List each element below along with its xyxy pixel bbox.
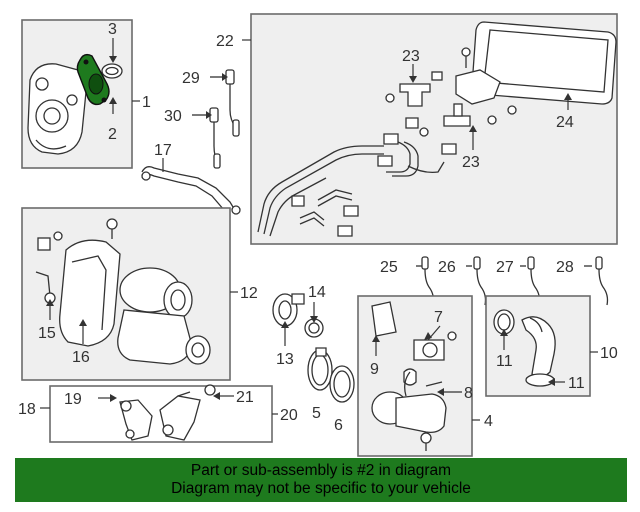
callout-28: 28 (556, 259, 574, 276)
callout-1: 1 (142, 94, 151, 111)
callout-11-left: 11 (496, 353, 513, 370)
callout-25: 25 (380, 259, 398, 276)
callout-11-right: 11 (568, 375, 585, 392)
callout-14: 14 (308, 284, 326, 301)
hose-group-10 (493, 309, 556, 387)
callout-29: 29 (182, 70, 200, 87)
callout-3: 3 (108, 21, 117, 38)
notice-line-2: Diagram may not be specific to your vehi… (171, 480, 471, 497)
callout-24: 24 (556, 114, 574, 131)
bracket-23-upper (385, 47, 501, 107)
callout-4: 4 (484, 413, 493, 430)
notice-line-1: Part or sub-assembly is #2 in diagram (190, 462, 452, 479)
coolant-lines-22 (257, 141, 445, 237)
callout-19: 19 (64, 391, 82, 408)
bracket-23-lower (419, 103, 517, 137)
callout-30: 30 (164, 108, 182, 125)
mount-brackets (119, 384, 216, 441)
callout-23-upper: 23 (402, 48, 420, 65)
callout-23-lower: 23 (462, 154, 480, 171)
hose-clips-22 (291, 117, 457, 237)
callout-13: 13 (276, 351, 294, 368)
pump-housing (27, 63, 87, 155)
callout-21: 21 (236, 389, 254, 406)
callout-17: 17 (154, 142, 172, 159)
callout-7: 7 (434, 309, 443, 326)
heat-shield-24 (471, 21, 617, 105)
callout-27: 27 (496, 259, 514, 276)
callout-2: 2 (108, 126, 117, 143)
callout-15: 15 (38, 325, 56, 342)
actuator-group-4 (371, 301, 457, 451)
turbocharger (35, 218, 211, 365)
callout-18: 18 (18, 401, 36, 418)
callout-8: 8 (464, 385, 473, 402)
callout-16: 16 (72, 349, 90, 366)
callout-12: 12 (240, 285, 258, 302)
clamp-13 (272, 293, 305, 327)
callout-22: 22 (216, 33, 234, 50)
callout-26: 26 (438, 259, 456, 276)
pipe-17 (141, 166, 241, 221)
callout-9: 9 (370, 361, 379, 378)
clamp-5 (307, 347, 333, 391)
gasket-3 (101, 63, 123, 79)
callout-10: 10 (600, 345, 618, 362)
part-notice-banner: Part or sub-assembly is #2 in diagram Di… (15, 458, 627, 502)
gasket-6 (329, 365, 355, 403)
callout-6: 6 (334, 417, 343, 434)
sensor-29 (210, 69, 240, 137)
callout-20: 20 (280, 407, 298, 424)
callout-5: 5 (312, 405, 321, 422)
highlighted-part-2 (76, 53, 110, 106)
